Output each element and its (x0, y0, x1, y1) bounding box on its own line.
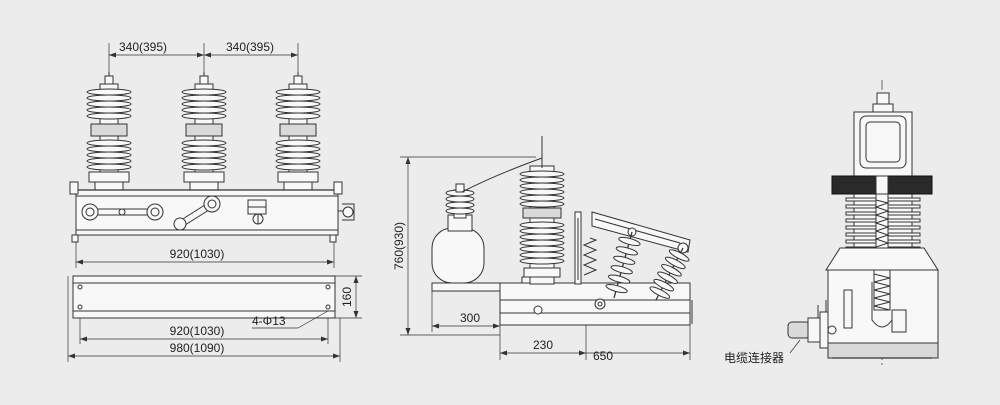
side-view: 760(930) 300 230 650 (392, 136, 693, 363)
front-view: 340(395) 340(395) 920(1030) (69, 40, 355, 268)
cable-connector (787, 300, 837, 349)
dim-spacing-right: 340(395) (226, 40, 274, 54)
side-main-bushing (519, 165, 565, 285)
base-plan: 160 920(1030) 4-Φ13 980(1090) (67, 275, 362, 362)
dim-depth-left: 300 (460, 311, 480, 325)
side-lead-wire (461, 157, 543, 193)
dim-holes: 4-Φ13 (252, 314, 286, 328)
section-view: 电缆连接器 (724, 80, 939, 365)
hole-icon (325, 284, 331, 290)
front-frame (75, 189, 339, 236)
front-handle (338, 203, 355, 221)
front-insulator-1 (86, 72, 132, 191)
dim-spacing-left: 340(395) (119, 40, 167, 54)
dim-hole-spacing: 920(1030) (170, 324, 225, 338)
dim-depth-mid: 230 (533, 338, 553, 352)
dim-base-height: 160 (340, 287, 354, 307)
front-insulator-2 (181, 72, 227, 191)
front-insulator-3 (275, 72, 321, 191)
hole-icon (325, 304, 331, 310)
side-base-left (431, 282, 501, 292)
dim-overall-width: 980(1090) (170, 341, 225, 355)
section-housing-top (825, 247, 939, 271)
front-indicator (247, 199, 267, 225)
dim-depth-total: 650 (593, 349, 613, 363)
front-insulators (86, 72, 321, 191)
hole-icon (77, 284, 83, 290)
side-spring (582, 237, 598, 276)
front-lever-middle (173, 195, 221, 231)
side-arresters (605, 231, 690, 301)
label-cable-connector: 电缆连接器 (724, 350, 784, 365)
hole-icon (77, 304, 83, 310)
dim-overall-height: 760(930) (392, 222, 406, 270)
section-chamber (859, 115, 907, 169)
base-plate (72, 275, 336, 319)
side-pt-body (431, 183, 485, 284)
dim-width-top: 920(1030) (170, 247, 225, 261)
front-lever-left (81, 203, 164, 221)
